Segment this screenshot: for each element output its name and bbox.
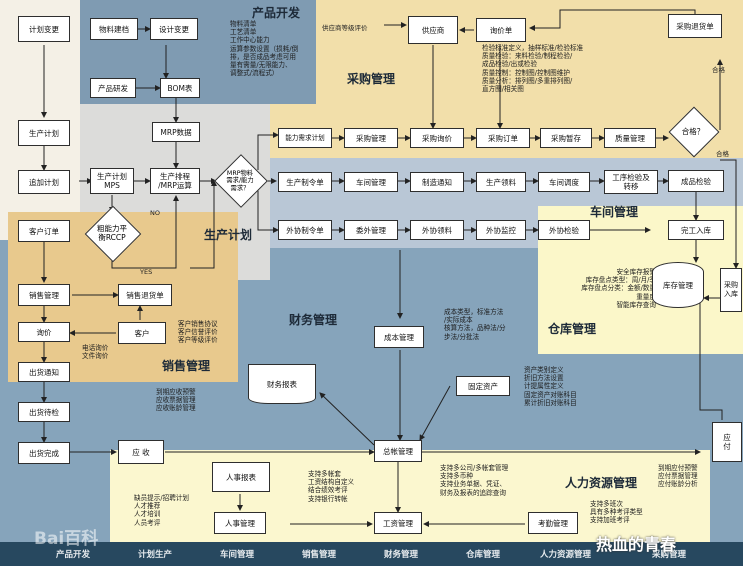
inventory-mgmt-box[interactable]: 库存管理 (652, 262, 704, 308)
outsource-order-box[interactable]: 外协制令单 (278, 220, 332, 240)
pass-label-1: 合格 (712, 66, 725, 74)
footer-item[interactable]: 计划生产 (138, 550, 173, 560)
purchase-hold-box[interactable]: 采购暂存 (540, 128, 592, 148)
mps-box[interactable]: 生产计划 MPS (90, 168, 134, 194)
outsource-pick-box[interactable]: 外协领料 (410, 220, 464, 240)
warehouse-notes: 安全库存报警 库存盘点类型：周/月/季 库存盘点分类：金额/数量 重量度 智能库… (581, 268, 656, 309)
purchase-order-box[interactable]: 采购订单 (476, 128, 530, 148)
product-check-box[interactable]: 成品检验 (668, 170, 724, 192)
receivable-notes: 到期应收预警 应收票据管理 应收账龄管理 (156, 388, 196, 413)
attendance-notes: 支持多班次 具有多种考评类型 支持加班考评 (590, 500, 643, 525)
footer-item[interactable]: 车间管理 (220, 550, 255, 560)
qualified-label: 合格？ (681, 126, 705, 136)
prod-pick-box[interactable]: 生产领料 (476, 172, 526, 192)
outsource-monitor-box[interactable]: 外协监控 (476, 220, 526, 240)
inquiry-notes: 电话询价 文件询价 (82, 344, 109, 361)
cost-mgmt-box[interactable]: 成本管理 (374, 326, 424, 348)
payable-notes: 到期应付预警 应付票据管理 应付账龄分析 (658, 464, 698, 489)
design-change-box[interactable]: 设计变更 (150, 18, 198, 40)
workshop-mgmt-box[interactable]: 车间管理 (344, 172, 398, 192)
title-warehouse: 仓库管理 (548, 322, 597, 336)
demand-calc-box[interactable]: 能力需求计划 (278, 128, 332, 148)
footer-item[interactable]: 产品开发 (56, 550, 91, 560)
product-dev-notes: 物料清单 工艺清单 工作中心能力 运算参数设置（损耗/倒 排，是否成品考虑可用 … (230, 20, 299, 78)
gl-mgmt-box[interactable]: 总帐管理 (374, 440, 422, 462)
footer-item[interactable]: 仓库管理 (466, 550, 501, 560)
purchase-inquiry-box[interactable]: 采购询价 (410, 128, 464, 148)
sales-return-box[interactable]: 销售退货单 (118, 284, 172, 306)
outsource-check-box[interactable]: 外协检验 (538, 220, 590, 240)
rccp-label: 粗能力平 衡RCCP (97, 224, 127, 242)
production-plan-box[interactable]: 生产计划 (18, 120, 70, 146)
process-check-box[interactable]: 工序检验及 转移 (604, 170, 658, 194)
fixed-assets-notes: 资产类别定义 折旧方法设置 计提属性定义 固定资产对账科目 累计折旧对账科目 (524, 366, 577, 407)
ship-notice-box[interactable]: 出货通知 (18, 362, 70, 382)
mfg-order-box[interactable]: 生产制令单 (278, 172, 332, 192)
payroll-mgmt-box[interactable]: 工资管理 (374, 512, 422, 534)
footer-item[interactable]: 财务管理 (384, 550, 419, 560)
purchase-mgmt-box[interactable]: 采购管理 (344, 128, 398, 148)
title-product-dev: 产品开发 (252, 6, 301, 20)
mrp-data-box[interactable]: MRP数据 (152, 122, 200, 142)
ship-inspect-box[interactable]: 出货待检 (18, 402, 70, 422)
title-workshop: 车间管理 (590, 205, 639, 219)
mfg-notice-box[interactable]: 制造通知 (410, 172, 464, 192)
supplier-box[interactable]: 供应商 (408, 16, 458, 44)
baidu-logo: Bai百科 (34, 529, 99, 549)
product-rd-box[interactable]: 产品研发 (90, 78, 136, 98)
hr-mgmt-box[interactable]: 人事管理 (214, 512, 266, 534)
mrp-run-box[interactable]: 生产排程 /MRP运算 (150, 168, 200, 194)
hr-report-box[interactable]: 人事报表 (212, 462, 270, 492)
attendance-mgmt-box[interactable]: 考勤管理 (528, 512, 578, 534)
customer-box[interactable]: 客户 (118, 322, 166, 344)
mrp-demand-label: MRP物料 需求/能力 需求？ (226, 169, 254, 192)
customer-order-box[interactable]: 客户订单 (18, 220, 70, 242)
footer-item[interactable]: 人力资源管理 (540, 550, 592, 560)
payroll-notes: 支持多帐套 工资结构自定义 结合绩效考评 支持银行转帐 (308, 470, 355, 503)
receivable-box[interactable]: 应 收 (118, 440, 164, 464)
title-hr: 人力资源管理 (565, 476, 638, 490)
title-sales: 销售管理 (162, 359, 211, 373)
cost-notes: 成本类型，标准方法 /实际成本 核算方法，品种法/分 步法/分批法 (444, 308, 506, 341)
workshop-sched-box[interactable]: 车间调度 (538, 172, 590, 192)
ship-done-box[interactable]: 出货完成 (18, 442, 70, 464)
add-plan-box[interactable]: 追加计划 (18, 170, 70, 194)
plan-change-box[interactable]: 计划变更 (18, 16, 70, 42)
footer-item[interactable]: 销售管理 (302, 550, 337, 560)
purchase-store-box[interactable]: 采购 入库 (720, 268, 742, 312)
quality-notes: 检验标准定义，抽样标准/检验标准 质量检验：来料检验/制程检验/ 成品检验/出或… (482, 44, 584, 94)
hr-tips-notes: 缺员提示/招聘计划 人才推荐 人才培训 人员考评 (134, 494, 189, 527)
title-finance: 财务管理 (289, 313, 338, 327)
quality-mgmt-box[interactable]: 质量管理 (604, 128, 656, 148)
finance-report-box[interactable]: 财务报表 (248, 364, 316, 404)
material-build-box[interactable]: 物料建档 (90, 18, 138, 40)
bom-box[interactable]: BOM表 (160, 78, 200, 98)
outsource-mgmt-box[interactable]: 委外管理 (344, 220, 398, 240)
payable-box[interactable]: 应 付 (712, 422, 742, 462)
title-production-plan: 生产计划 (204, 228, 253, 242)
fixed-assets-box[interactable]: 固定资产 (456, 376, 510, 396)
footer-item[interactable]: 采购管理 (652, 550, 687, 560)
no-label: NO (150, 209, 160, 217)
gl-notes: 支持多公司/多帐套管理 支持多币种 支持业务单据、凭证、 财务及报表的追踪查询 (440, 464, 509, 497)
inquiry-box[interactable]: 询价 (18, 322, 70, 342)
customer-notes: 客户销售协议 客户信誉评价 客户等级评价 (178, 320, 218, 345)
supplier-eval-label: 供应商等级评价 (322, 24, 368, 32)
title-purchasing: 采购管理 (347, 72, 396, 86)
yes-label: YES (140, 268, 153, 276)
sales-mgmt-box[interactable]: 销售管理 (18, 284, 70, 306)
pass-label-2: 合格 (716, 150, 729, 158)
finish-store-box[interactable]: 完工入库 (668, 220, 724, 240)
footer-bar (0, 542, 743, 566)
purchase-return-box[interactable]: 采购退货单 (668, 14, 722, 38)
inquiry-price-box[interactable]: 询价单 (476, 18, 526, 42)
brand-watermark: 热血的青春 (596, 535, 677, 554)
